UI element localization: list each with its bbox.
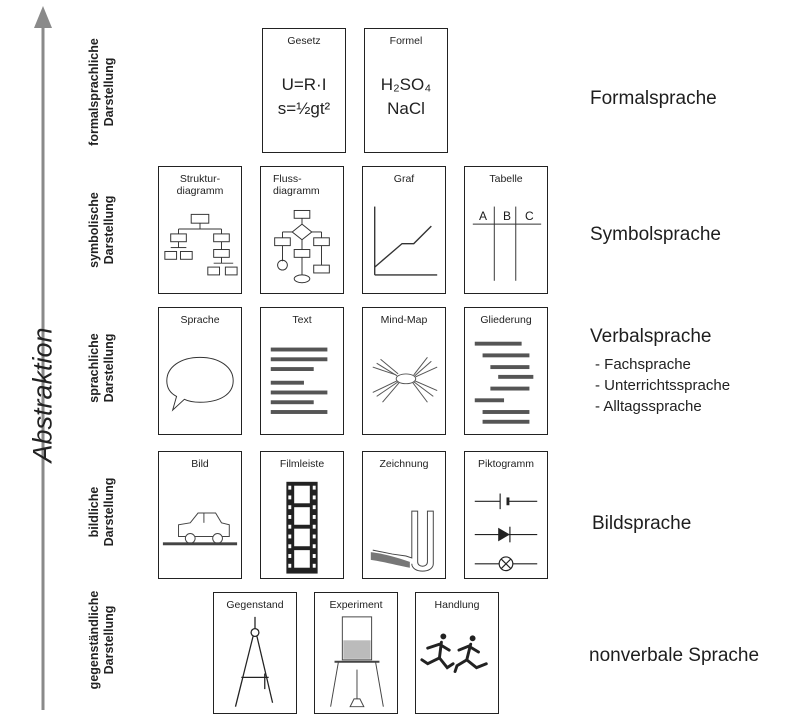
card-bild: Bild [158,451,242,579]
card-graf: Graf [362,166,446,294]
runners-icon [420,633,488,674]
table-column-label: C [525,209,534,223]
card-title: Experiment [329,599,383,611]
card-title: Gesetz [287,35,321,47]
formula-line: H₂SO₄ [380,75,432,94]
card-title: Zeichnung [379,458,429,470]
table-icon [472,206,542,281]
card-gesetz: Gesetz U=R·I s=½gt² [262,28,346,153]
mind-map-icon [372,357,438,403]
card-zeichnung: Zeichnung [362,451,446,579]
card-title: Handlung [434,599,480,611]
card-filmleiste: Filmleiste [260,451,344,579]
card-handlung: Handlung [415,592,499,714]
flowchart-icon [274,209,330,284]
formula-line: NaCl [387,99,425,118]
language-label-verbal: Verbalsprache [590,326,712,347]
list-item: - Fachsprache [595,356,691,373]
card-title: Filmleiste [279,458,325,470]
card-formel: Formel H₂SO₄ NaCl [364,28,448,153]
abstraction-axis-arrow-icon [34,6,52,710]
axis-title: Abstraktion [27,327,58,463]
circuit-symbols-icon [474,493,538,572]
beaker-burner-icon [330,616,384,708]
language-label-formal: Formalsprache [590,88,717,109]
card-sprache: Sprache [158,307,242,435]
table-column-label: A [479,209,488,223]
card-gegenstand: Gegenstand [213,592,297,714]
list-item: - Unterrichtssprache [595,377,731,394]
card-tabelle: Tabelle A B C [464,166,548,294]
outline-icon [474,341,534,424]
card-title: Struktur- diagramm [176,173,224,197]
card-title: Tabelle [489,173,523,185]
card-text: Text [260,307,344,435]
table-column-label: B [503,209,512,223]
card-mind-map: Mind-Map [362,307,446,435]
card-title: Gegenstand [226,599,284,611]
formula-line: s=½gt² [277,99,331,118]
card-gliederung: Gliederung [464,307,548,435]
card-title: Bild [191,458,209,470]
language-label-symbolic: Symbolsprache [590,224,721,245]
card-flussdiagramm: Fluss- diagramm [260,166,344,294]
compass-icon [234,616,274,707]
card-title: Formel [389,35,423,47]
list-item: - Alltagssprache [595,398,702,415]
structure-diagram-icon [164,213,238,276]
film-strip-icon [286,481,318,574]
card-title: Text [292,314,312,326]
card-title: Mind-Map [380,314,428,326]
text-lines-icon [270,347,328,414]
card-title: Piktogramm [477,458,534,470]
u-tube-drawing-icon [370,510,434,572]
speech-bubble-icon [166,356,234,412]
card-title: Fluss- diagramm [273,173,320,197]
card-title: Sprache [180,314,220,326]
card-piktogramm: Piktogramm [464,451,548,579]
card-experiment: Experiment [314,592,398,714]
formula-line: U=R·I [281,75,327,94]
card-strukturdiagramm: Struktur- diagramm [158,166,242,294]
card-title: Gliederung [480,314,532,326]
line-graph-icon [374,206,438,276]
card-title: Graf [393,173,415,185]
verbal-sub-list: - Fachsprache - Unterrichtssprache - All… [595,354,730,417]
language-label-concrete: nonverbale Sprache [589,645,760,666]
car-icon [162,512,238,546]
language-label-pictorial: Bildsprache [592,513,692,534]
